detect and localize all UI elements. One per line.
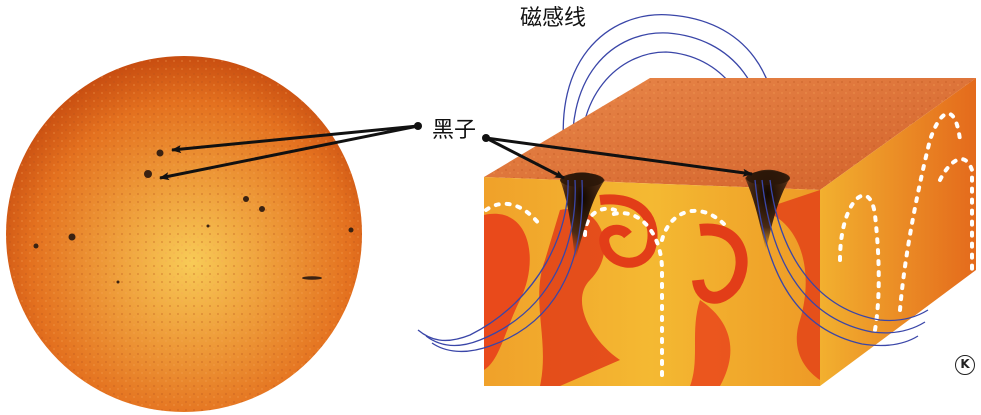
sunspot-marker xyxy=(302,276,322,280)
side-flow-arrows xyxy=(838,111,974,332)
sunspots-on-disk xyxy=(33,149,354,284)
pointer-to-block-spot-right xyxy=(485,136,753,177)
sunspot-marker xyxy=(144,170,152,178)
sun-disk xyxy=(6,56,362,412)
block-side xyxy=(820,78,976,386)
pointer-to-disk-spot-lower xyxy=(159,124,419,181)
sunspot-marker xyxy=(348,227,354,233)
sunspot-marker xyxy=(243,196,249,202)
field-lines-front xyxy=(417,179,929,353)
pointer-to-block-spot-left xyxy=(485,136,565,180)
sunspot-wedge-left xyxy=(560,172,605,260)
convection-swirls xyxy=(484,190,820,386)
sunspot-marker xyxy=(68,233,76,241)
field-lines-label: 磁感线 xyxy=(520,6,587,31)
sunspot-marker xyxy=(259,206,265,212)
convection-flow-arrows xyxy=(484,201,727,377)
sunspot-marker xyxy=(116,280,120,284)
sunspot-marker xyxy=(206,224,210,228)
sunspot-marker xyxy=(156,149,164,157)
pointer-to-disk-spot-upper xyxy=(171,124,419,154)
convection-block xyxy=(484,78,976,386)
sunspot-label: 黑子 xyxy=(432,118,477,143)
sunspot-marker xyxy=(33,243,39,249)
copyright-mark-icon: K xyxy=(955,355,975,375)
sunspot-pointers xyxy=(159,122,753,181)
